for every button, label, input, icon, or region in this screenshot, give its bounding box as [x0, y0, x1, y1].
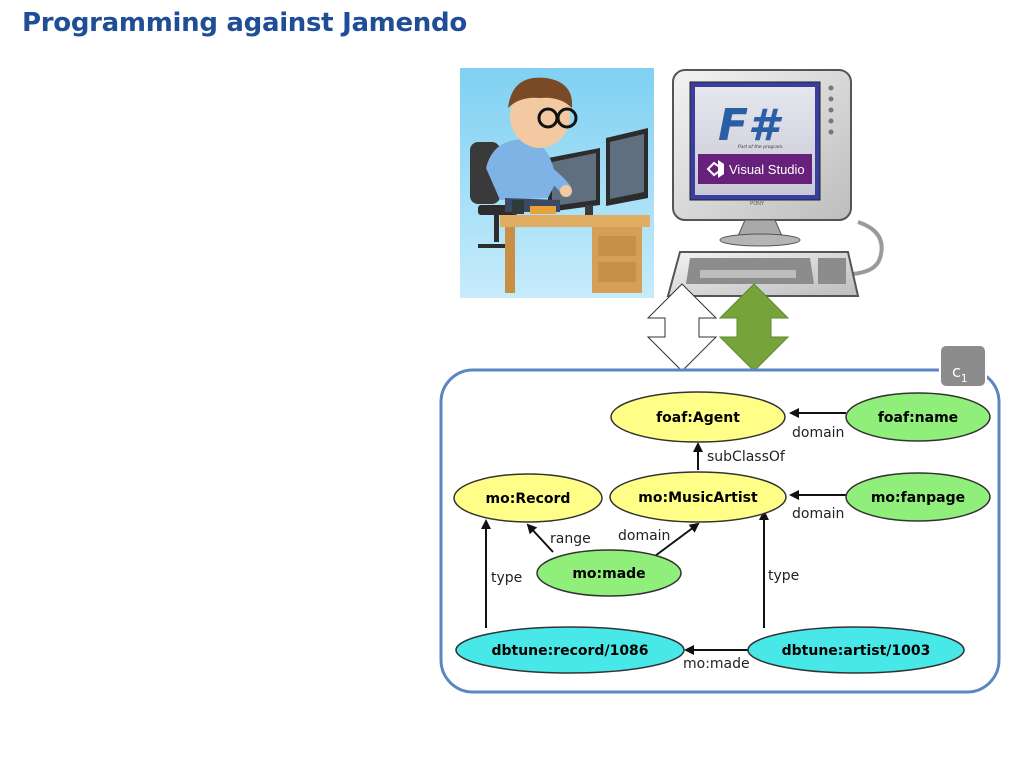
svg-text:c1: c1: [952, 362, 968, 385]
fsharp-tagline: Part of the program.: [738, 144, 784, 150]
context-badge-letter: c: [952, 362, 961, 381]
graph-edge-labels: domain subClassOf domain range domain ty…: [491, 425, 844, 672]
node-mo-made: mo:made: [536, 549, 682, 597]
fsharp-logo: F#: [718, 100, 783, 151]
edge-label-range: range: [550, 531, 591, 547]
node-label-foaf-name: foaf:name: [878, 410, 958, 426]
node-foaf-name: foaf:name: [845, 392, 991, 442]
programmer-illustration: [460, 68, 654, 298]
visual-studio-icon: [706, 160, 724, 178]
edge-label-artist-type: type: [768, 568, 799, 584]
node-label-mo-record: mo:Record: [486, 491, 571, 507]
edge-label-fanpage-domain: domain: [792, 506, 844, 522]
node-label-dbtune-record: dbtune:record/1086: [491, 643, 648, 659]
monitor-brand: PONY: [750, 201, 765, 207]
node-mo-musicartist: mo:MusicArtist: [609, 471, 787, 523]
edge-label-subclassof: subClassOf: [707, 449, 786, 465]
node-dbtune-artist: dbtune:artist/1003: [747, 626, 965, 674]
visual-studio-label: Visual Studio: [729, 162, 805, 177]
edge-label-artist-made-record: mo:made: [683, 656, 750, 672]
node-label-foaf-agent: foaf:Agent: [656, 410, 740, 426]
edge-label-record-type: type: [491, 570, 522, 586]
node-label-mo-fanpage: mo:fanpage: [871, 490, 965, 506]
edge-label-name-domain: domain: [792, 425, 844, 441]
green-double-arrow: [718, 283, 790, 372]
edge-range: [526, 523, 554, 553]
node-mo-record: mo:Record: [453, 473, 603, 523]
graph-nodes: foaf:Agent foaf:name mo:Record mo:MusicA…: [453, 391, 991, 674]
edge-made-domain: [654, 522, 700, 557]
ontology-container: [439, 368, 1001, 694]
node-mo-fanpage: mo:fanpage: [845, 472, 991, 522]
node-foaf-agent: foaf:Agent: [610, 391, 786, 443]
edge-label-made-domain: domain: [618, 528, 670, 544]
context-badge: c1: [939, 344, 987, 388]
visual-studio-banner: [698, 154, 812, 184]
context-badge-subscript: 1: [961, 372, 968, 385]
white-double-arrow: [646, 283, 718, 372]
node-label-mo-made: mo:made: [572, 566, 645, 582]
computer-illustration: F# Part of the program. Visual Studio PO…: [666, 69, 884, 297]
node-label-dbtune-artist: dbtune:artist/1003: [782, 643, 931, 659]
node-dbtune-record: dbtune:record/1086: [455, 626, 685, 674]
slide-title: Programming against Jamendo: [22, 8, 467, 38]
node-label-mo-musicartist: mo:MusicArtist: [638, 490, 758, 506]
graph-edges: [481, 408, 846, 655]
